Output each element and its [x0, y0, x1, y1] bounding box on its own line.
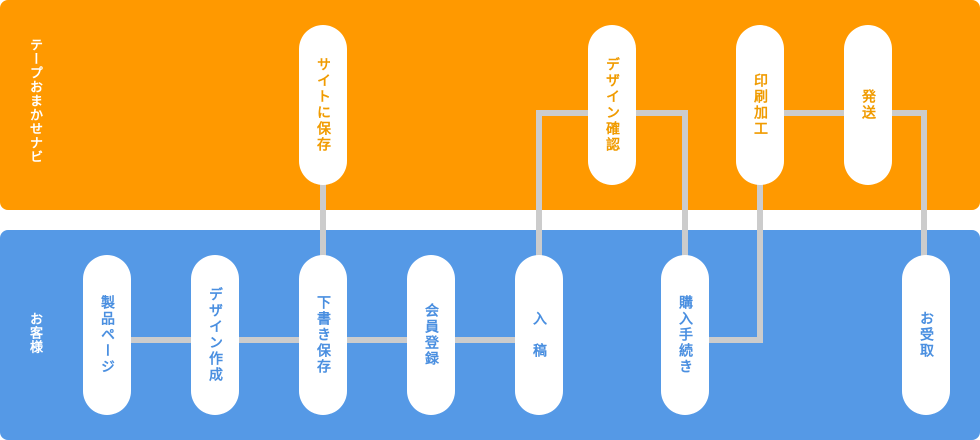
- step-label: 購入手続き: [677, 295, 693, 375]
- step-purchase: 購入手続き: [661, 255, 709, 415]
- lane-label-navi: テープおまかせナビ: [27, 38, 42, 164]
- step-label: 製品ページ: [99, 295, 115, 375]
- step-label: お受取: [918, 311, 934, 359]
- lane-customer: [0, 230, 980, 440]
- step-receive: お受取: [902, 255, 950, 415]
- step-member-register: 会員登録: [407, 255, 455, 415]
- step-label: サイトに保存: [315, 57, 331, 153]
- step-shipping: 発送: [844, 25, 892, 185]
- step-design-create: デザイン作成: [191, 255, 239, 415]
- step-printing: 印刷加工: [736, 25, 784, 185]
- connector-purchase-to-print: [685, 180, 763, 343]
- connector-print-ship-receive: [760, 110, 927, 260]
- step-label: 下書き保存: [315, 295, 331, 375]
- step-draft-save: 下書き保存: [299, 255, 347, 415]
- step-label: 会員登録: [423, 303, 439, 367]
- lane-navi: [0, 0, 980, 210]
- step-label: デザイン確認: [604, 57, 620, 153]
- lane-label-customer: お客様: [27, 312, 42, 354]
- step-label: 入 稿: [531, 311, 547, 359]
- step-save-to-site: サイトに保存: [299, 25, 347, 185]
- step-product-page: 製品ページ: [83, 255, 131, 415]
- step-label: 印刷加工: [752, 73, 768, 137]
- step-label: デザイン作成: [207, 287, 223, 383]
- step-label: 発送: [860, 89, 876, 121]
- step-design-check: デザイン確認: [588, 25, 636, 185]
- step-submission: 入 稿: [515, 255, 563, 415]
